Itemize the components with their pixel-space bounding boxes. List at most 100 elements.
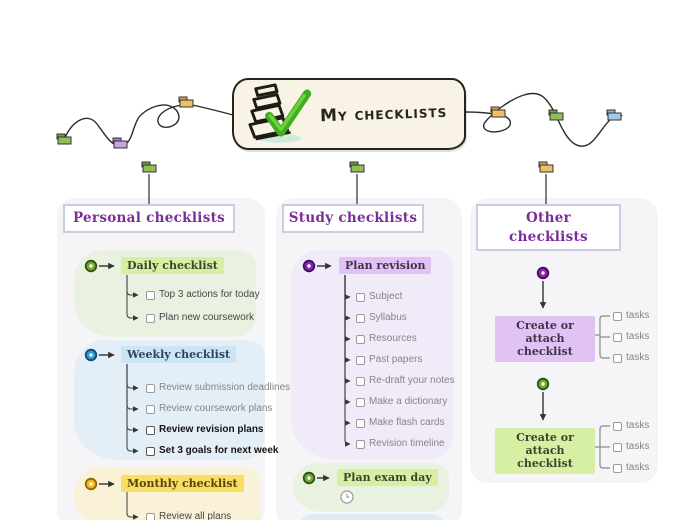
task-checkbox[interactable] bbox=[613, 311, 622, 321]
checklist-item[interactable]: Re-draft your notes bbox=[356, 375, 455, 387]
revision-item-connectors bbox=[344, 275, 351, 447]
create-purple-task-connectors bbox=[591, 315, 610, 359]
mini-node-other-anchor[interactable] bbox=[538, 161, 554, 173]
monthly-item-connectors bbox=[126, 492, 139, 520]
branch-label-monthly-checklist[interactable]: Monthly checklist bbox=[121, 475, 244, 493]
checklist-item[interactable]: tasks bbox=[613, 462, 649, 474]
checklist-item[interactable]: tasks bbox=[613, 352, 649, 364]
task-label: Make a dictionary bbox=[369, 396, 448, 407]
checklist-item[interactable]: Review submission deadlines bbox=[146, 382, 290, 394]
mini-node-green-right[interactable] bbox=[548, 109, 564, 121]
checklist-item[interactable]: Make flash cards bbox=[356, 417, 445, 429]
checklist-item[interactable]: tasks bbox=[613, 441, 649, 453]
task-checkbox[interactable] bbox=[613, 442, 622, 452]
column-title-personal[interactable]: Personal checklists bbox=[63, 204, 235, 233]
create-purple-branch-node[interactable] bbox=[536, 266, 550, 280]
column-title-label: Study checklists bbox=[288, 210, 418, 227]
clock-icon bbox=[340, 490, 354, 504]
checklist-item[interactable]: Review all plans bbox=[146, 511, 231, 520]
task-label: Re-draft your notes bbox=[369, 375, 455, 386]
task-label: Review coursework plans bbox=[159, 403, 273, 414]
task-label: Past papers bbox=[369, 354, 423, 365]
checklist-item[interactable]: Subject bbox=[356, 291, 402, 303]
task-checkbox[interactable] bbox=[146, 446, 155, 456]
task-checkbox[interactable] bbox=[613, 421, 622, 431]
task-checkbox[interactable] bbox=[146, 404, 155, 414]
create-green-branch-node[interactable] bbox=[536, 377, 550, 391]
branch-label-create-or-attach-2[interactable]: Create or attach checklist bbox=[495, 428, 595, 474]
task-label: Top 3 actions for today bbox=[159, 289, 260, 300]
mini-node-study-anchor[interactable] bbox=[349, 161, 365, 173]
mini-node-personal-anchor[interactable] bbox=[141, 161, 157, 173]
task-checkbox[interactable] bbox=[146, 290, 155, 300]
task-checkbox[interactable] bbox=[356, 334, 365, 344]
exam-branch-node[interactable] bbox=[302, 471, 316, 485]
column-title-study[interactable]: Study checklists bbox=[282, 204, 424, 233]
left-branch-wire bbox=[63, 104, 234, 147]
mini-node-orange-left[interactable] bbox=[178, 96, 194, 108]
column-title-label: Other checklists bbox=[509, 210, 588, 245]
branch-label-plan-revision[interactable]: Plan revision bbox=[339, 257, 432, 275]
task-label: Review submission deadlines bbox=[159, 382, 291, 393]
task-label: Plan new coursework bbox=[159, 312, 255, 323]
revision-branch-node[interactable] bbox=[302, 259, 316, 273]
checklist-item[interactable]: Make a dictionary bbox=[356, 396, 447, 408]
task-label: Make flash cards bbox=[369, 417, 445, 428]
mini-node-purple-left[interactable] bbox=[112, 137, 128, 149]
checklist-item[interactable]: Review coursework plans bbox=[146, 403, 272, 415]
central-topic-label: My checklists bbox=[319, 101, 448, 127]
daily-branch-node[interactable] bbox=[84, 259, 98, 273]
task-checkbox[interactable] bbox=[356, 292, 365, 302]
task-label: Review revision plans bbox=[159, 424, 264, 435]
task-label: tasks bbox=[626, 420, 650, 431]
task-checkbox[interactable] bbox=[356, 355, 365, 365]
checklist-item[interactable]: tasks bbox=[613, 420, 649, 432]
task-checkbox[interactable] bbox=[146, 512, 155, 520]
task-checkbox[interactable] bbox=[613, 463, 622, 473]
checklist-item[interactable]: Plan new coursework bbox=[146, 312, 254, 324]
task-checkbox[interactable] bbox=[356, 439, 365, 449]
task-label: tasks bbox=[626, 462, 650, 473]
task-checkbox[interactable] bbox=[356, 313, 365, 323]
task-checkbox[interactable] bbox=[613, 353, 622, 363]
task-checkbox[interactable] bbox=[356, 376, 365, 386]
task-checkbox[interactable] bbox=[146, 313, 155, 323]
task-label: Review all plans bbox=[159, 511, 232, 520]
task-checkbox[interactable] bbox=[356, 418, 365, 428]
branch-label-plan-exam-day[interactable]: Plan exam day bbox=[337, 469, 438, 487]
checklist-item[interactable]: Review revision plans bbox=[146, 424, 264, 436]
central-topic-node[interactable]: My checklists bbox=[232, 78, 466, 150]
column-title-other[interactable]: Other checklists bbox=[476, 204, 621, 251]
checklist-item[interactable]: Set 3 goals for next week bbox=[146, 445, 279, 457]
create-green-task-connectors bbox=[591, 425, 610, 469]
checklist-item[interactable]: Syllabus bbox=[356, 312, 407, 324]
task-label: Resources bbox=[369, 333, 417, 344]
mini-node-blue-right[interactable] bbox=[606, 109, 622, 121]
checklist-item[interactable]: tasks bbox=[613, 331, 649, 343]
task-checkbox[interactable] bbox=[356, 397, 365, 407]
checklist-item[interactable]: Past papers bbox=[356, 354, 422, 366]
task-checkbox[interactable] bbox=[146, 425, 155, 435]
checklist-item[interactable]: Revision timeline bbox=[356, 438, 445, 450]
checklist-item[interactable]: tasks bbox=[613, 310, 649, 322]
checklist-item[interactable]: Top 3 actions for today bbox=[146, 289, 260, 301]
monthly-branch-node[interactable] bbox=[84, 477, 98, 491]
task-checkbox[interactable] bbox=[146, 383, 155, 393]
mini-node-green-left[interactable] bbox=[56, 133, 72, 145]
mini-node-orange-right[interactable] bbox=[490, 106, 506, 118]
branch-label-create-or-attach-1[interactable]: Create or attach checklist bbox=[495, 316, 595, 362]
task-checkbox[interactable] bbox=[613, 332, 622, 342]
task-label: tasks bbox=[626, 331, 650, 342]
daily-item-connectors bbox=[126, 275, 139, 321]
weekly-branch-node[interactable] bbox=[84, 348, 98, 362]
column-title-label: Personal checklists bbox=[72, 210, 226, 227]
task-label: tasks bbox=[626, 310, 650, 321]
bottom-section-blob bbox=[297, 514, 447, 520]
task-label: Revision timeline bbox=[369, 438, 445, 449]
checklist-item[interactable]: Resources bbox=[356, 333, 417, 345]
branch-label-weekly-checklist[interactable]: Weekly checklist bbox=[121, 346, 237, 364]
branch-label-daily-checklist[interactable]: Daily checklist bbox=[121, 257, 224, 275]
revision-section-blob bbox=[291, 250, 453, 460]
